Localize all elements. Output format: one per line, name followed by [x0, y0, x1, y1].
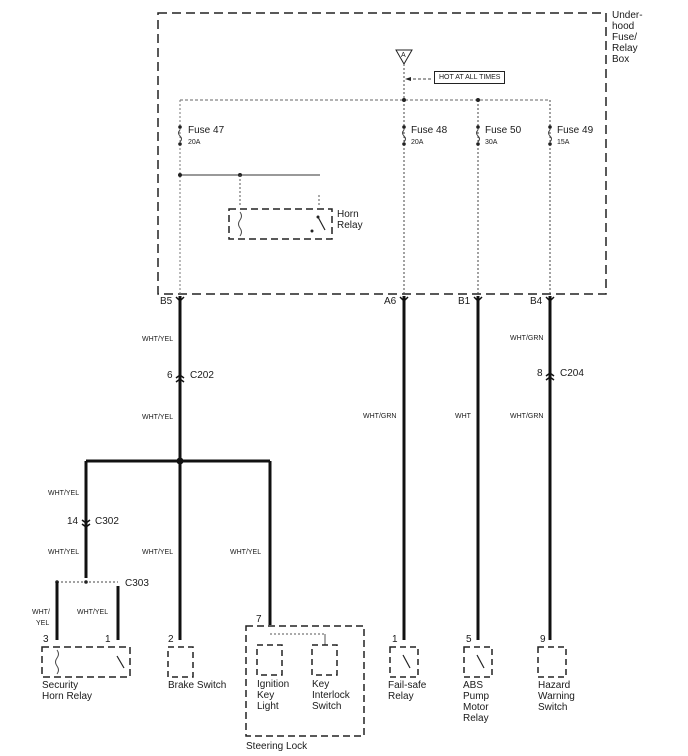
- ignition-key-light-label: Ignition Key Light: [257, 679, 290, 712]
- key-interlock-switch-label: Key Interlock Switch: [312, 679, 350, 712]
- steering-lock-box: [245, 625, 365, 737]
- terminal-a6: A6: [384, 296, 397, 307]
- security-horn-relay-pin-1: 1: [105, 634, 111, 645]
- hazard-switch-pin: 9: [540, 634, 546, 645]
- steering-lock-label: Steering Lock: [246, 741, 308, 752]
- abs-relay-box: [463, 646, 493, 678]
- brake-switch-label: Brake Switch: [168, 680, 227, 691]
- fuse-box-outline: [157, 12, 607, 295]
- security-horn-relay-box: [41, 646, 131, 678]
- fuse-50-name: Fuse 50: [485, 125, 522, 136]
- terminal-b5: B5: [160, 296, 173, 307]
- wire-color-b1: WHT: [455, 413, 471, 420]
- brake-switch-box: [167, 646, 194, 678]
- hazard-switch-box: [537, 646, 567, 678]
- wire-color-sec-left: WHT/ YEL: [32, 609, 50, 627]
- horn-relay-label: Horn Relay: [337, 209, 363, 231]
- fuse-48-rating: 20A: [411, 139, 424, 146]
- abs-relay-label: ABS Pump Motor Relay: [463, 680, 490, 724]
- fuse-48-name: Fuse 48: [411, 125, 448, 136]
- fuse-49-rating: 15A: [557, 139, 570, 146]
- abs-relay-pin: 5: [466, 634, 472, 645]
- fuse-47-name: Fuse 47: [188, 125, 225, 136]
- wire-color-branch-right: WHT/YEL: [230, 549, 262, 556]
- fuse-50-rating: 30A: [485, 139, 498, 146]
- hazard-switch-label: Hazard Warning Switch: [538, 680, 575, 713]
- source-a-label: A: [401, 52, 406, 59]
- wire-color-branch-left-upper: WHT/YEL: [48, 490, 80, 497]
- wire-color-sec-right: WHT/YEL: [77, 609, 109, 616]
- fail-safe-relay-box: [389, 646, 419, 678]
- c204-label: C204: [560, 368, 584, 379]
- fuse-box-label: Under- hood Fuse/ Relay Box: [612, 10, 643, 65]
- steering-lock-pin: 7: [256, 614, 262, 625]
- terminal-b1: B1: [458, 296, 471, 307]
- key-interlock-switch-box: [311, 644, 338, 676]
- wire-color-b4-upper: WHT/GRN: [510, 335, 544, 342]
- wire-color-b4-lower: WHT/GRN: [510, 413, 544, 420]
- wire-color-branch-mid: WHT/YEL: [142, 549, 174, 556]
- wire-color-a6: WHT/GRN: [363, 413, 397, 420]
- brake-switch-pin: 2: [168, 634, 174, 645]
- wire-color-b5-upper: WHT/YEL: [142, 336, 174, 343]
- c302-label: C302: [95, 516, 119, 527]
- hot-at-all-times-label: HOT AT ALL TIMES: [434, 71, 506, 84]
- c202-pin: 6: [167, 370, 173, 381]
- hot-arrow-icon: [405, 77, 411, 81]
- fail-safe-relay-label: Fail-safe Relay: [388, 680, 427, 702]
- wire-color-b5-lower: WHT/YEL: [142, 414, 174, 421]
- security-horn-relay-pin-3: 3: [43, 634, 49, 645]
- c204-pin: 8: [537, 368, 543, 379]
- fail-safe-relay-pin: 1: [392, 634, 398, 645]
- fuse-49-name: Fuse 49: [557, 125, 594, 136]
- terminal-b4: B4: [530, 296, 543, 307]
- fuse-47-rating: 20A: [188, 139, 201, 146]
- source-a-marker: [395, 49, 413, 66]
- ignition-key-light-box: [256, 644, 283, 676]
- horn-relay-box: [228, 208, 333, 240]
- security-horn-relay-label: Security Horn Relay: [42, 680, 93, 702]
- wire-color-branch-left-lower: WHT/YEL: [48, 549, 80, 556]
- c202-label: C202: [190, 370, 214, 381]
- c302-pin: 14: [67, 516, 79, 527]
- c303-label: C303: [125, 578, 149, 589]
